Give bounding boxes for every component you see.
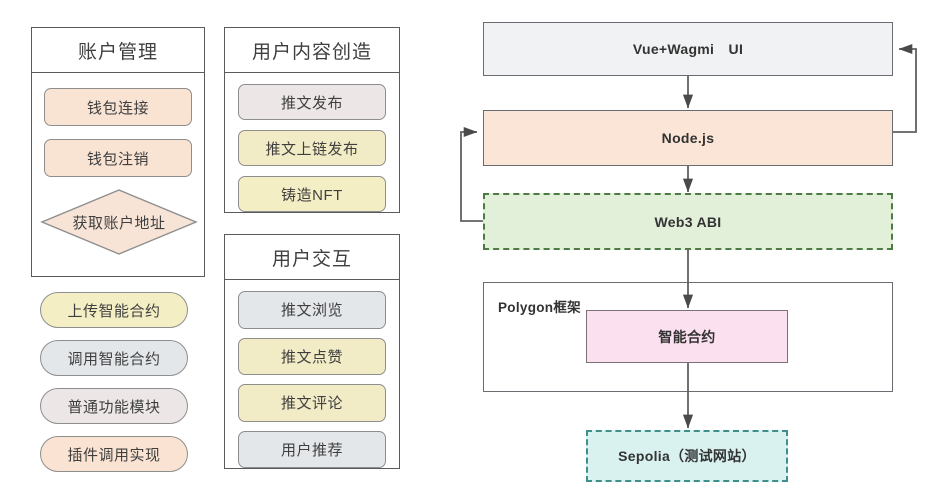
item-mint-nft[interactable]: 铸造NFT xyxy=(238,176,386,212)
card-account-management: 账户管理 钱包连接 钱包注销 xyxy=(31,27,205,277)
card-user-interaction: 用户交互 推文浏览 推文点赞 推文评论 用户推荐 xyxy=(224,234,400,469)
flow-node-smart-contract[interactable]: 智能合约 xyxy=(586,310,788,363)
item-tweet-comment[interactable]: 推文评论 xyxy=(238,384,386,422)
card-body-user-interaction: 推文浏览 推文点赞 推文评论 用户推荐 xyxy=(225,279,399,468)
diamond-shape xyxy=(40,189,198,255)
item-tweet-onchain-publish[interactable]: 推文上链发布 xyxy=(238,130,386,166)
flow-node-ui[interactable]: Vue+Wagmi UI xyxy=(483,22,893,76)
card-body-user-content-creation: 推文发布 推文上链发布 铸造NFT xyxy=(225,72,399,212)
item-wallet-logout[interactable]: 钱包注销 xyxy=(44,139,192,177)
container-label-polygon-framework: Polygon框架 xyxy=(498,300,581,315)
pill-common-function-module[interactable]: 普通功能模块 xyxy=(40,388,188,424)
edge-node-to-ui-loop xyxy=(893,43,917,133)
card-title-user-interaction: 用户交互 xyxy=(225,235,399,280)
card-user-content-creation: 用户内容创造 推文发布 推文上链发布 铸造NFT xyxy=(224,27,400,213)
card-title-user-content-creation: 用户内容创造 xyxy=(225,28,399,73)
flow-node-nodejs[interactable]: Node.js xyxy=(483,110,893,166)
edge-abi-to-node-loop xyxy=(460,126,483,222)
card-title-account-management: 账户管理 xyxy=(32,28,204,73)
item-wallet-connect[interactable]: 钱包连接 xyxy=(44,88,192,126)
pill-upload-smart-contract[interactable]: 上传智能合约 xyxy=(40,292,188,328)
item-tweet-browse[interactable]: 推文浏览 xyxy=(238,291,386,329)
item-tweet-like[interactable]: 推文点赞 xyxy=(238,337,386,375)
card-body-account-management: 钱包连接 钱包注销 xyxy=(32,72,204,276)
item-tweet-publish[interactable]: 推文发布 xyxy=(238,84,386,120)
diamond-get-account-address[interactable]: 获取账户地址 xyxy=(40,188,198,256)
item-user-recommendation[interactable]: 用户推荐 xyxy=(238,430,386,468)
pill-call-smart-contract[interactable]: 调用智能合约 xyxy=(40,340,188,376)
flow-node-sepolia[interactable]: Sepolia（测试网站） xyxy=(586,430,788,482)
pill-plugin-call-implementation[interactable]: 插件调用实现 xyxy=(40,436,188,472)
flow-node-web3-abi[interactable]: Web3 ABI xyxy=(483,193,893,250)
